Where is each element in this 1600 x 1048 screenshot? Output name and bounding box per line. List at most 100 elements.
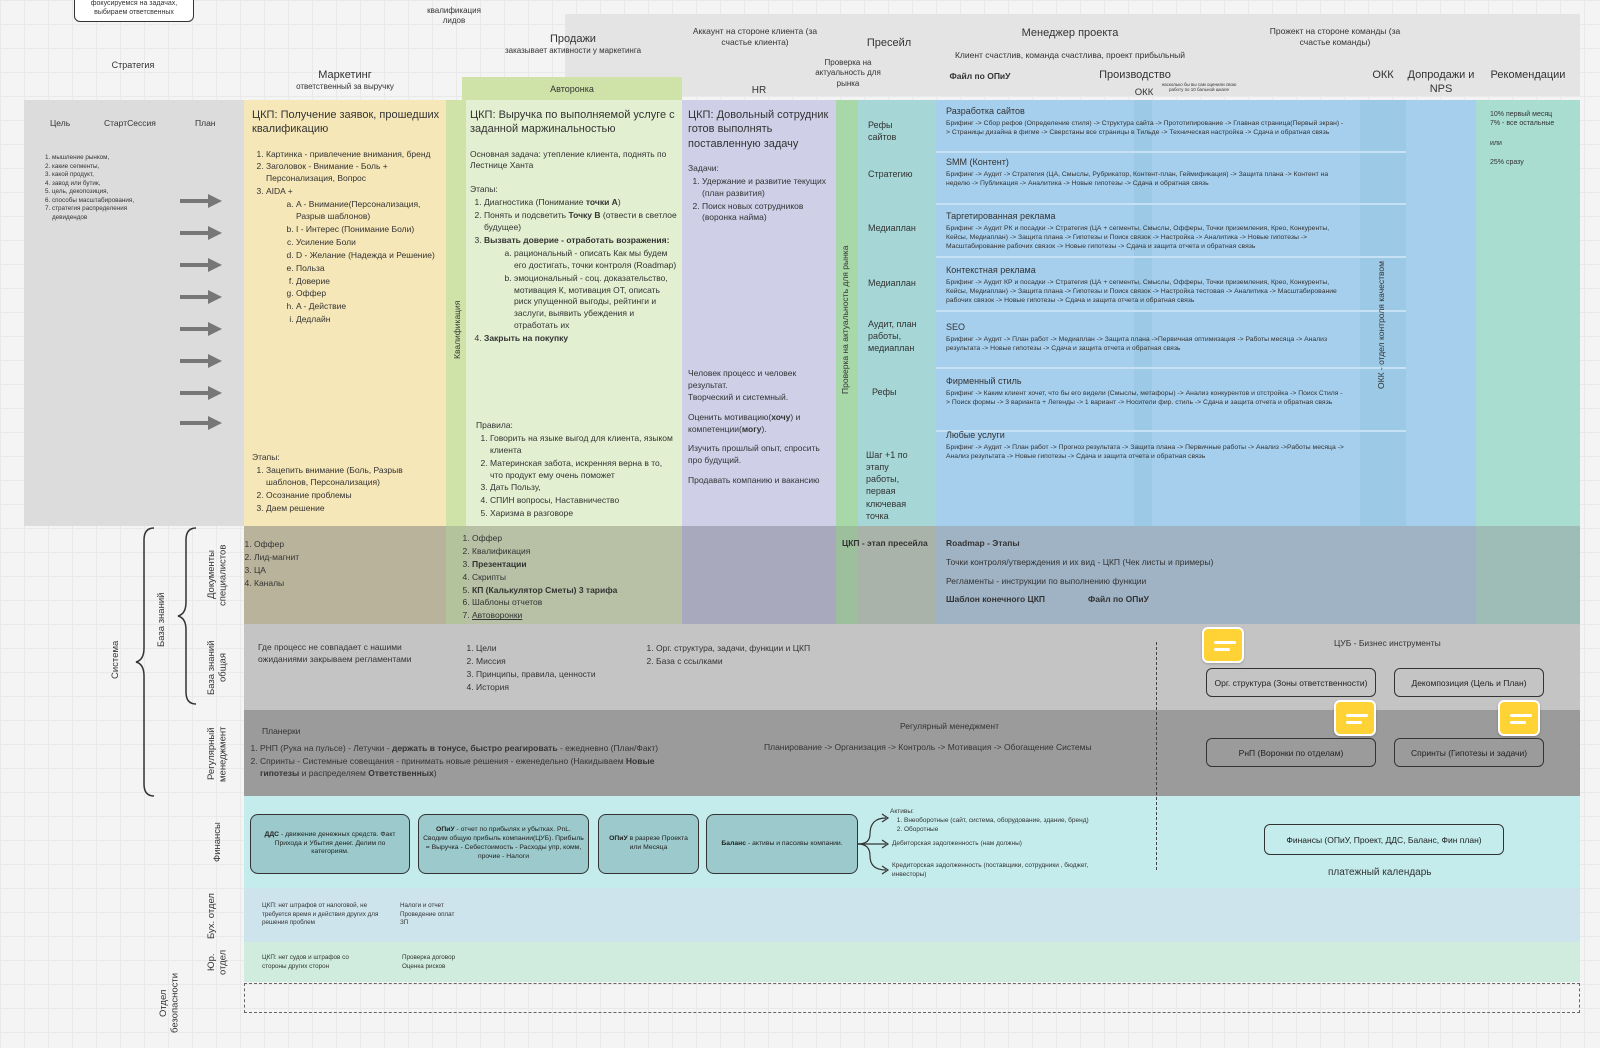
presale-item: Медиаплан bbox=[868, 223, 916, 233]
marketing-stage: Осознание проблемы bbox=[266, 490, 442, 502]
docs-sales-link[interactable]: Автоворонки bbox=[472, 610, 523, 621]
strategy-col-plan: План bbox=[195, 118, 216, 128]
sprints-button[interactable]: Спринты (Гипотезы и задачи) bbox=[1394, 738, 1544, 767]
aida-item: Дедлайн bbox=[296, 314, 442, 326]
fin-balance-box[interactable]: Баланс - активы и пассивы компании. bbox=[706, 814, 858, 874]
sales-stage-bold: Закрыть на покупку bbox=[484, 333, 569, 344]
strategy-list-item: какой продукт, bbox=[52, 171, 154, 180]
arrow-right-icon bbox=[180, 226, 224, 240]
marketing-item: Картинка - привлечение внимания, бренд bbox=[266, 149, 442, 161]
fin-opiu-box[interactable]: ОПиУ - отчет по прибылях и убытках. PnL.… bbox=[418, 814, 589, 874]
regular-chain: Планирование -> Организация -> Контроль … bbox=[764, 742, 1092, 752]
hr-note: Оценить мотивацию(хочу) и компетенции(мо… bbox=[688, 412, 832, 436]
marketing-aida: AIDA + bbox=[266, 186, 293, 197]
header-okk-tiny: насколько бы вы сам оценили свою работу … bbox=[1161, 82, 1237, 93]
sales-stage-bold: Точку В bbox=[568, 210, 601, 221]
arrow-right-icon bbox=[180, 258, 224, 272]
marketing-item: AIDA + A - Внимание(Персонализация, Разр… bbox=[266, 186, 442, 326]
service-title: SEO bbox=[946, 322, 966, 332]
sales-stage-bold: Вызвать доверие - отработать возражения: bbox=[484, 234, 670, 245]
header-pm-sub: Клиент счастлив, команда счастлива, прое… bbox=[954, 50, 1186, 60]
aida-item: I - Интерес (Понимание Боли) bbox=[296, 224, 442, 236]
reco-zone bbox=[1476, 100, 1580, 526]
service-target: Таргетированная реклама Брифинг -> Аудит… bbox=[946, 211, 1346, 252]
hr-notes: Человек процесс и человек результат. Тво… bbox=[688, 368, 832, 487]
service-title: Любые услуги bbox=[946, 430, 1005, 440]
sales-stage: Понять и подсветить Точку В (отвести в с… bbox=[484, 210, 678, 234]
presale-item: Шаг +1 по этапу работы, первая ключевая … bbox=[866, 450, 908, 521]
presale-zone bbox=[858, 100, 936, 526]
decomposition-label: Декомпозиция (Цель и План) bbox=[1411, 677, 1527, 688]
docs-marketing-item: Каналы bbox=[254, 578, 434, 590]
header-marketing: Маркетинг ответственный за выручку bbox=[250, 68, 440, 93]
arrow-right-icon bbox=[180, 322, 224, 336]
sales-stage-text: Диагностика (Понимание bbox=[484, 197, 586, 208]
sales-stage-text: (отвести в светлое будущее) bbox=[484, 210, 677, 233]
reco-item: 10% первый месяц bbox=[1490, 111, 1553, 118]
kvalif-leads-label: квалификация лидов bbox=[427, 6, 481, 26]
service-title: Фирменный стиль bbox=[946, 376, 1022, 386]
sprints-label: Спринты (Гипотезы и задачи) bbox=[1410, 747, 1528, 758]
comment-icon[interactable] bbox=[1334, 700, 1376, 736]
docs-marketing-item: Оффер bbox=[254, 539, 434, 551]
marketing-stage: Даем решение bbox=[266, 503, 442, 515]
docs-marketing-zone bbox=[244, 526, 446, 624]
service-text: Брифинг -> Каким клиент хочет, что бы ег… bbox=[946, 390, 1343, 407]
security-row-zone bbox=[244, 983, 1580, 1013]
aida-item: D - Желание (Надежда и Решение) bbox=[296, 250, 442, 262]
brace-kb-icon bbox=[177, 527, 197, 705]
reco-item: 25% сразу bbox=[1490, 159, 1524, 167]
regular-text: ) bbox=[433, 767, 437, 778]
sales-rule: Харизма в разговоре bbox=[490, 508, 676, 520]
fin-dds-box[interactable]: ДДС - движение денежных средств. Факт Пр… bbox=[250, 814, 410, 874]
docs-sales-item: Квалификация bbox=[472, 546, 672, 558]
check-zone bbox=[836, 100, 858, 526]
decomposition-button[interactable]: Декомпозиция (Цель и План) bbox=[1394, 668, 1544, 697]
docs-sales-list: Оффер Квалификация Презентации Скрипты К… bbox=[472, 532, 672, 623]
fin-assets-list: Внеоборотные (сайт, система, оборудовани… bbox=[890, 817, 1130, 835]
row-label-security: Отдел безопасности bbox=[158, 972, 181, 1034]
sales-zone bbox=[466, 100, 682, 526]
cub-title: ЦУБ - Бизнес инструменты bbox=[1334, 638, 1441, 648]
strategy-list-item: стратегия распределения девидендов bbox=[52, 205, 154, 222]
finance-button[interactable]: Финансы (ОПиУ, Проект, ДДС, Баланс, Фин … bbox=[1264, 824, 1504, 855]
strategy-list: мышление рынком, какие сегменты, какой п… bbox=[44, 154, 154, 222]
sales-rules-list: Говорить на языке выгод для клиента, язы… bbox=[476, 433, 676, 520]
fin-payable: Кредиторская задолженность (поставщики, … bbox=[892, 862, 1089, 878]
row-label-system: Система bbox=[110, 640, 121, 680]
comment-icon[interactable] bbox=[1202, 627, 1244, 663]
buh-tasks: Налоги и отчет Проведение оплат ЗП bbox=[400, 902, 455, 926]
fin-opiu-text: ОПиУ - отчет по прибылях и убытках. PnL.… bbox=[423, 826, 584, 861]
law-row-zone bbox=[244, 942, 1580, 982]
header-account: Аккаунт на стороне клиента (за счастье к… bbox=[692, 26, 818, 48]
service-sites: Разработка сайтов Брифинг -> Сбор рефов … bbox=[946, 106, 1346, 137]
service-separator bbox=[936, 151, 1406, 153]
kb-text: Где процесс не совпадает с нашими ожидан… bbox=[258, 642, 412, 664]
hr-note-bold: могу bbox=[741, 423, 762, 434]
fin-asset: Внеоборотные (сайт, система, оборудовани… bbox=[904, 817, 1130, 826]
fin-opiu-project-box[interactable]: ОПиУ в разрезе Проекта или Месяца bbox=[598, 814, 699, 874]
regular-item: Спринты - Системные совещания - принимат… bbox=[260, 756, 690, 780]
note-box[interactable]: фокусируемся на задачах, выбираем ответс… bbox=[74, 0, 194, 22]
marketing-zone bbox=[244, 100, 446, 526]
hr-tasks-list: Удержание и развитие текущих (план разви… bbox=[688, 176, 832, 225]
header-production: Производство bbox=[1099, 69, 1171, 81]
rnp-button[interactable]: РнП (Воронки по отделам) bbox=[1206, 738, 1376, 767]
service-text: Брифинг -> Сбор рефов (Определение стиля… bbox=[946, 120, 1344, 137]
sales-rules: Правила: Говорить на языке выгод для кли… bbox=[476, 420, 676, 521]
docs-sales-item: Оффер bbox=[472, 533, 672, 545]
arrow-right-icon bbox=[180, 290, 224, 304]
docs-sales-item[interactable]: Автоворонки bbox=[472, 610, 672, 622]
service-title: SMM (Контент) bbox=[946, 157, 1009, 167]
comment-icon[interactable] bbox=[1498, 700, 1540, 736]
row-label-finance: Финансы bbox=[212, 822, 223, 862]
docs-prod-zone bbox=[936, 526, 1476, 624]
buh-row-zone bbox=[244, 888, 1580, 942]
header-hr: HR bbox=[751, 85, 767, 96]
header-sales: Продажи заказывает активности у маркетин… bbox=[468, 32, 678, 57]
service-text: Брифинг -> Аудит -> Стратегия (ЦА, Смысл… bbox=[946, 171, 1329, 188]
sales-subitem: рациональный - описать Как мы будем его … bbox=[514, 248, 678, 272]
header-project-team: Прожект на стороне команды (за счастье к… bbox=[1269, 26, 1401, 48]
service-smm: SMM (Контент) Брифинг -> Аудит -> Страте… bbox=[946, 157, 1346, 188]
org-structure-button[interactable]: Орг. структура (Зоны ответственности) bbox=[1206, 668, 1376, 697]
